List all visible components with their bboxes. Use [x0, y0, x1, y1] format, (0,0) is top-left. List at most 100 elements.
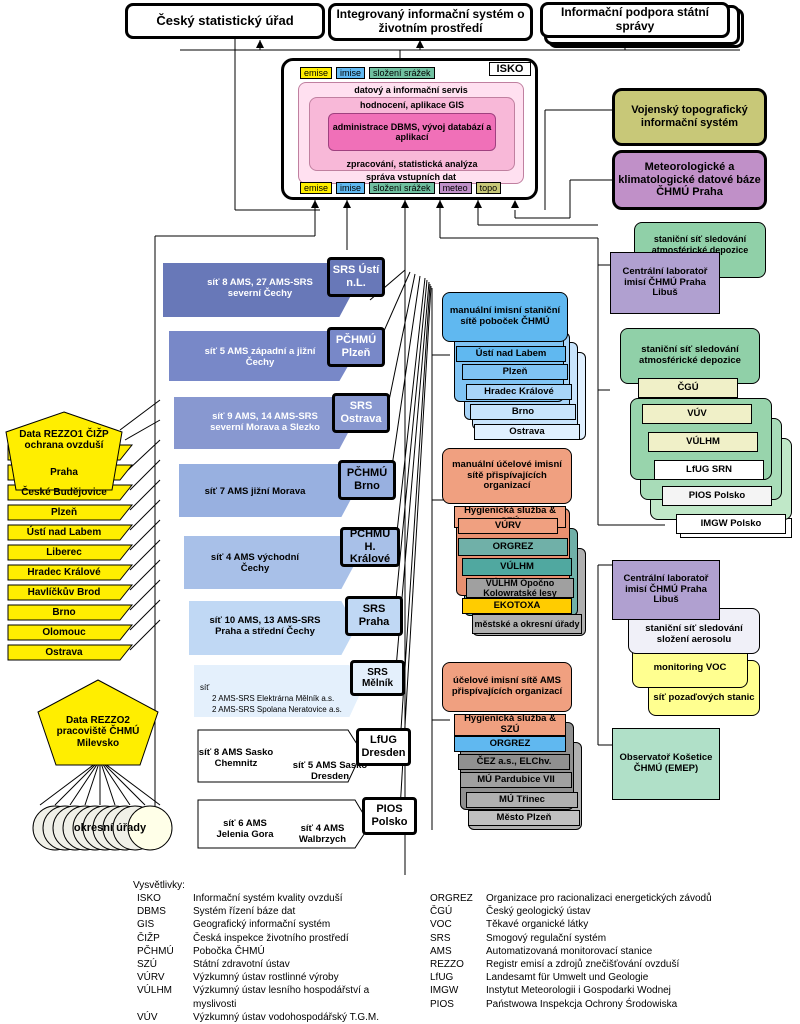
isko-box: ISKO emise imise složení srážek datový a… [281, 58, 538, 200]
legend-desc: Instytut Meteorologii i Gospodarki Wodne… [486, 985, 671, 997]
isko-layer-core: administrace DBMS, vývoj databází a apli… [328, 113, 496, 151]
isko-top-tags: emise imise složení srážek [300, 67, 435, 79]
manualni-ucelove-item-5: VÚLHM Opočno Kolowratské lesy [466, 578, 574, 598]
legend-abbr: GIS [137, 919, 155, 931]
ips-label: Informační podpora státní správy [560, 5, 709, 33]
aerosol-label: staniční síť sledování složení aerosolu [645, 623, 743, 645]
region-center-2: PČHMÚ Plzeň [327, 327, 385, 367]
legend-desc: Těkavé organické látky [486, 919, 589, 931]
manualni-ucelove-item-4-label: VÚLHM [500, 560, 534, 572]
ucelove-ams-item-2-label: ORGREZ [489, 737, 531, 749]
legend-abbr: VOC [430, 919, 452, 931]
depozice-stack: staniční síť sledování atmosférické depo… [620, 328, 800, 538]
kosetice-box: Observatoř Košetice ČHMÚ (EMEP) [612, 728, 720, 800]
lfug-right: síť 5 AMS Sasko Dresden [292, 760, 368, 782]
okresni-urady-label: okresní úřady [73, 821, 147, 834]
legend-row: IMGW Instytut Meteorologii i Gospodarki W… [430, 984, 770, 997]
isko-tag-srazky: složení srážek [369, 67, 435, 79]
rezzo1-item-6: Hradec Králové [27, 566, 101, 578]
isko-layer-gis: hodnocení, aplikace GIS [359, 100, 465, 110]
legend-abbr: ORGREZ [430, 893, 473, 904]
ucelove-ams-item-4-label: MÚ Pardubice VII [477, 773, 555, 785]
isko-layer-outer: datový a informační servis hodnocení, ap… [298, 82, 524, 184]
depozice-title-label: staniční síť sledování atmosférické depo… [639, 344, 741, 366]
manualni-chmu-item-5: Ostrava [474, 424, 580, 440]
ucelove-ams-stack: účelové imisní sítě AMS přispívajících o… [440, 662, 590, 832]
pios-left: síť 6 AMS Jelenia Gora [216, 818, 274, 840]
depozice-item-4: LfUG SRN [654, 460, 764, 480]
ucelove-ams-title-label: účelové imisní sítě AMS přispívajících o… [451, 675, 563, 697]
manualni-ucelove-item-5-label: VÚLHM Opočno Kolowratské lesy [483, 577, 557, 598]
region-ams-5: síť 4 AMS východní Čechy [210, 552, 300, 574]
depozice-item-6-label: IMGW Polsko [700, 517, 762, 529]
manualni-ucelove-item-3: ORGREZ [458, 538, 568, 556]
pios-right: síť 4 AMS Walbrzych [298, 823, 347, 845]
melnik-line2: 2 AMS-SRS Elektrárna Mělník a.s. [212, 694, 335, 703]
region-center-1-label: SRS Ústí n.L. [332, 264, 380, 289]
legend-desc: Smogový regulační systém [486, 932, 607, 944]
manualni-chmu-item-4-label: Brno [511, 405, 535, 417]
legend-abbr: VÚV [137, 1011, 158, 1023]
legend-desc: Výzkumný ústav vodohospodářský T.G.M. [193, 1011, 380, 1023]
region-center-3: SRS Ostrava [332, 393, 390, 433]
isko-btag-srazky: složení srážek [369, 182, 435, 194]
ips-stack: Informační podpora státní správy [540, 2, 745, 48]
ucelove-ams-item-6: Město Plzeň [468, 810, 580, 826]
region-center-6-label: SRS Praha [358, 603, 390, 628]
manualni-ucelove-stack: manuální účelové imisní sítě přispívajíc… [440, 448, 590, 638]
legend-title: Vysvětlivky: [133, 880, 185, 891]
ucelove-ams-item-3: ČEZ a.s., ELChv. [458, 754, 570, 770]
legend-desc: Česká inspekce životního prostředí [193, 932, 349, 944]
pozadove-label: síť pozaďových stanic [653, 691, 755, 703]
rezzo1-item-10: Ostrava [45, 646, 83, 658]
iis-label: Integrovaný informační systém o životním… [336, 7, 525, 35]
manualni-chmu-stack: manuální imisní staniční sítě poboček ČH… [440, 292, 586, 442]
legend-abbr: IMGW [430, 985, 459, 997]
legend-desc: Automatizovaná monitorovací stanice [486, 945, 653, 957]
manualni-ucelove-item-7-label: městské a okresní úřady [474, 618, 580, 629]
isko-tag-imise: imise [336, 67, 366, 79]
legend-abbr: LfUG [430, 972, 454, 984]
manualni-ucelove-item-2: VÚRV [458, 518, 558, 534]
manualni-chmu-item-5-label: Ostrava [509, 425, 545, 437]
rezzo1-item-1: Praha [50, 466, 78, 478]
lfug-left: síť 8 AMS Sasko Chemnitz [198, 747, 274, 769]
vts-label: Vojenský topografický informační systém [631, 104, 748, 129]
depozice-item-5: PIOS Polsko [662, 486, 772, 506]
legend-abbr: VÚRV [137, 972, 165, 984]
legend-abbr: DBMS [137, 906, 166, 918]
rezzo2-title: Data REZZO2 pracoviště ČHMÚ Milevsko [56, 714, 140, 749]
melnik-center-label: SRS Mělník [361, 666, 394, 690]
lfug-center-label: LfUG Dresden [361, 734, 406, 759]
ucelove-ams-title: účelové imisní sítě AMS přispívajících o… [442, 662, 572, 712]
ips-box: Informační podpora státní správy [540, 2, 730, 38]
legend-desc: Státní zdravotní ústav [193, 959, 290, 971]
ucelove-ams-item-3-label: ČEZ a.s., ELChv. [476, 755, 552, 767]
depozice-item-2-label: VÚV [687, 407, 707, 419]
cl-praha-1-box: Centrální laboratoř imisí ČHMÚ Praha Lib… [610, 252, 720, 314]
legend-abbr: VÚLHM [137, 985, 173, 997]
manualni-ucelove-item-4: VÚLHM [462, 558, 572, 576]
pios-center-label: PIOS Polsko [371, 803, 408, 828]
manualni-chmu-item-1: Ústí nad Labem [456, 346, 566, 362]
depozice-item-3-label: VÚLHM [686, 435, 720, 447]
rezzo1-item-2: České Budějovice [21, 486, 107, 498]
legend-desc: Państwowa Inspekcja Ochrony Środowiska [486, 998, 678, 1010]
region-ams-4: síť 7 AMS jižní Morava [204, 485, 306, 497]
depozice-item-4-label: LfUG SRN [686, 463, 732, 475]
legend-desc: Pobočka ČHMÚ [193, 945, 265, 957]
voc-label: monitoring VOC [653, 661, 727, 673]
legend-desc: Landesamt für Umwelt und Geologie [486, 972, 649, 984]
ucelove-ams-item-1: Hygienická služba & SZÚ [454, 713, 566, 736]
ucelove-ams-item-4: MÚ Pardubice VII [460, 772, 572, 788]
manualni-ucelove-item-2-label: VÚRV [494, 519, 522, 531]
